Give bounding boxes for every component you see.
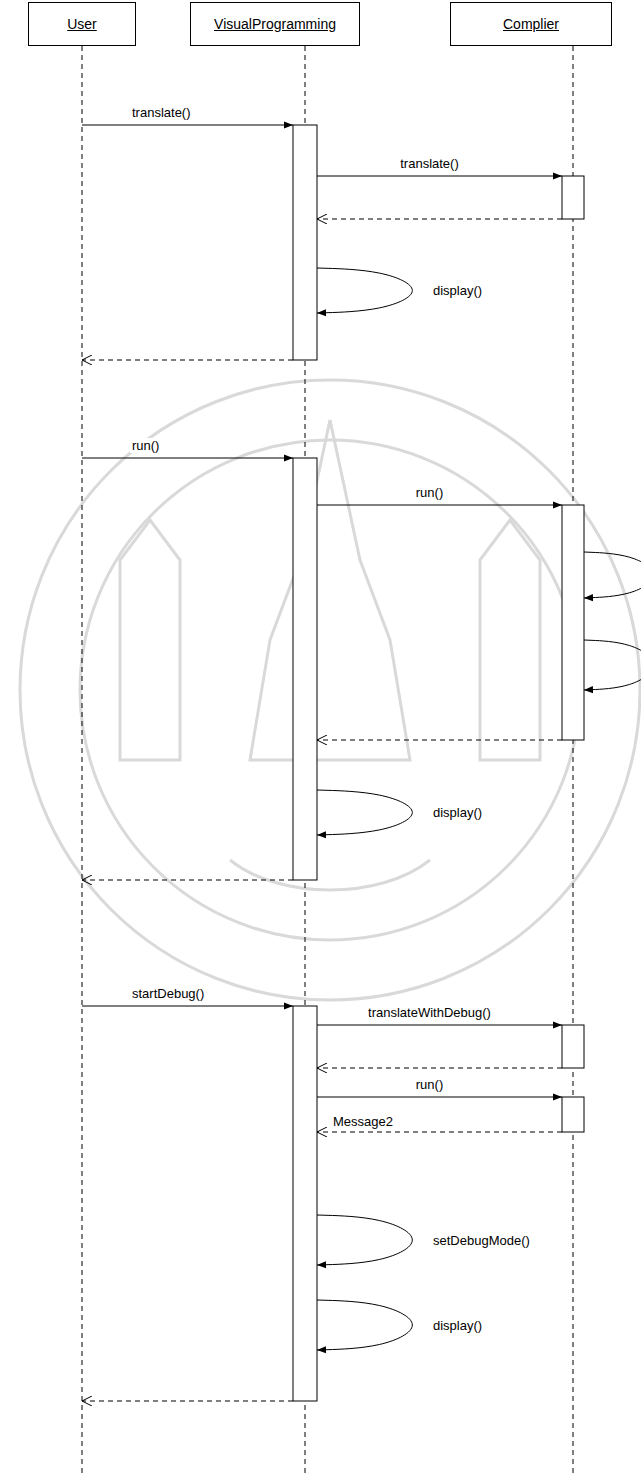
return-message — [317, 219, 562, 220]
message-label: display() — [431, 805, 484, 820]
lifeline-name: Complier — [503, 16, 559, 32]
activation-bar — [562, 505, 584, 740]
messages — [82, 125, 641, 1401]
message-label: translateWithDebug() — [366, 1005, 493, 1020]
lifeline-header: User — [28, 2, 136, 46]
message-label: startDebug() — [130, 986, 206, 1001]
activation-bar — [293, 125, 317, 360]
return-message — [82, 880, 293, 881]
lifeline-header: VisualProgramming — [190, 2, 360, 46]
message-label: run() — [130, 438, 161, 453]
message-label: display() — [431, 283, 484, 298]
lifeline-header: Complier — [450, 2, 612, 46]
return-message — [317, 740, 562, 741]
message-label: setDebugMode() — [431, 1233, 532, 1248]
message-label: Message2 — [331, 1114, 395, 1129]
self-message — [317, 1215, 412, 1265]
lifelines — [82, 46, 573, 1475]
self-message — [317, 790, 412, 835]
activations — [293, 125, 584, 1401]
lifeline-name: VisualProgramming — [214, 16, 336, 32]
self-message — [584, 552, 641, 598]
self-message — [317, 1300, 412, 1350]
activation-bar — [293, 1006, 317, 1401]
return-message — [82, 360, 293, 361]
return-message — [317, 1132, 562, 1133]
call-message — [317, 1025, 562, 1026]
activation-bar — [562, 1097, 584, 1132]
return-message — [82, 1401, 293, 1402]
activation-bar — [562, 176, 584, 219]
call-message — [82, 125, 293, 126]
call-message — [317, 505, 562, 506]
lifeline-name: User — [67, 16, 97, 32]
message-label: translate() — [398, 156, 461, 171]
watermark-emblem — [20, 380, 640, 1000]
call-message — [317, 176, 562, 177]
message-label: run() — [414, 1077, 445, 1092]
activation-bar — [293, 458, 317, 880]
message-label: run() — [414, 485, 445, 500]
self-message — [317, 268, 412, 313]
message-label: display() — [431, 1318, 484, 1333]
return-message — [317, 1068, 562, 1069]
activation-bar — [562, 1025, 584, 1068]
call-message — [317, 1097, 562, 1098]
call-message — [82, 1006, 293, 1007]
call-message — [82, 458, 293, 459]
lifeline — [573, 46, 574, 1475]
lifeline — [82, 46, 83, 1475]
self-message — [584, 640, 641, 690]
message-label: translate() — [130, 105, 193, 120]
